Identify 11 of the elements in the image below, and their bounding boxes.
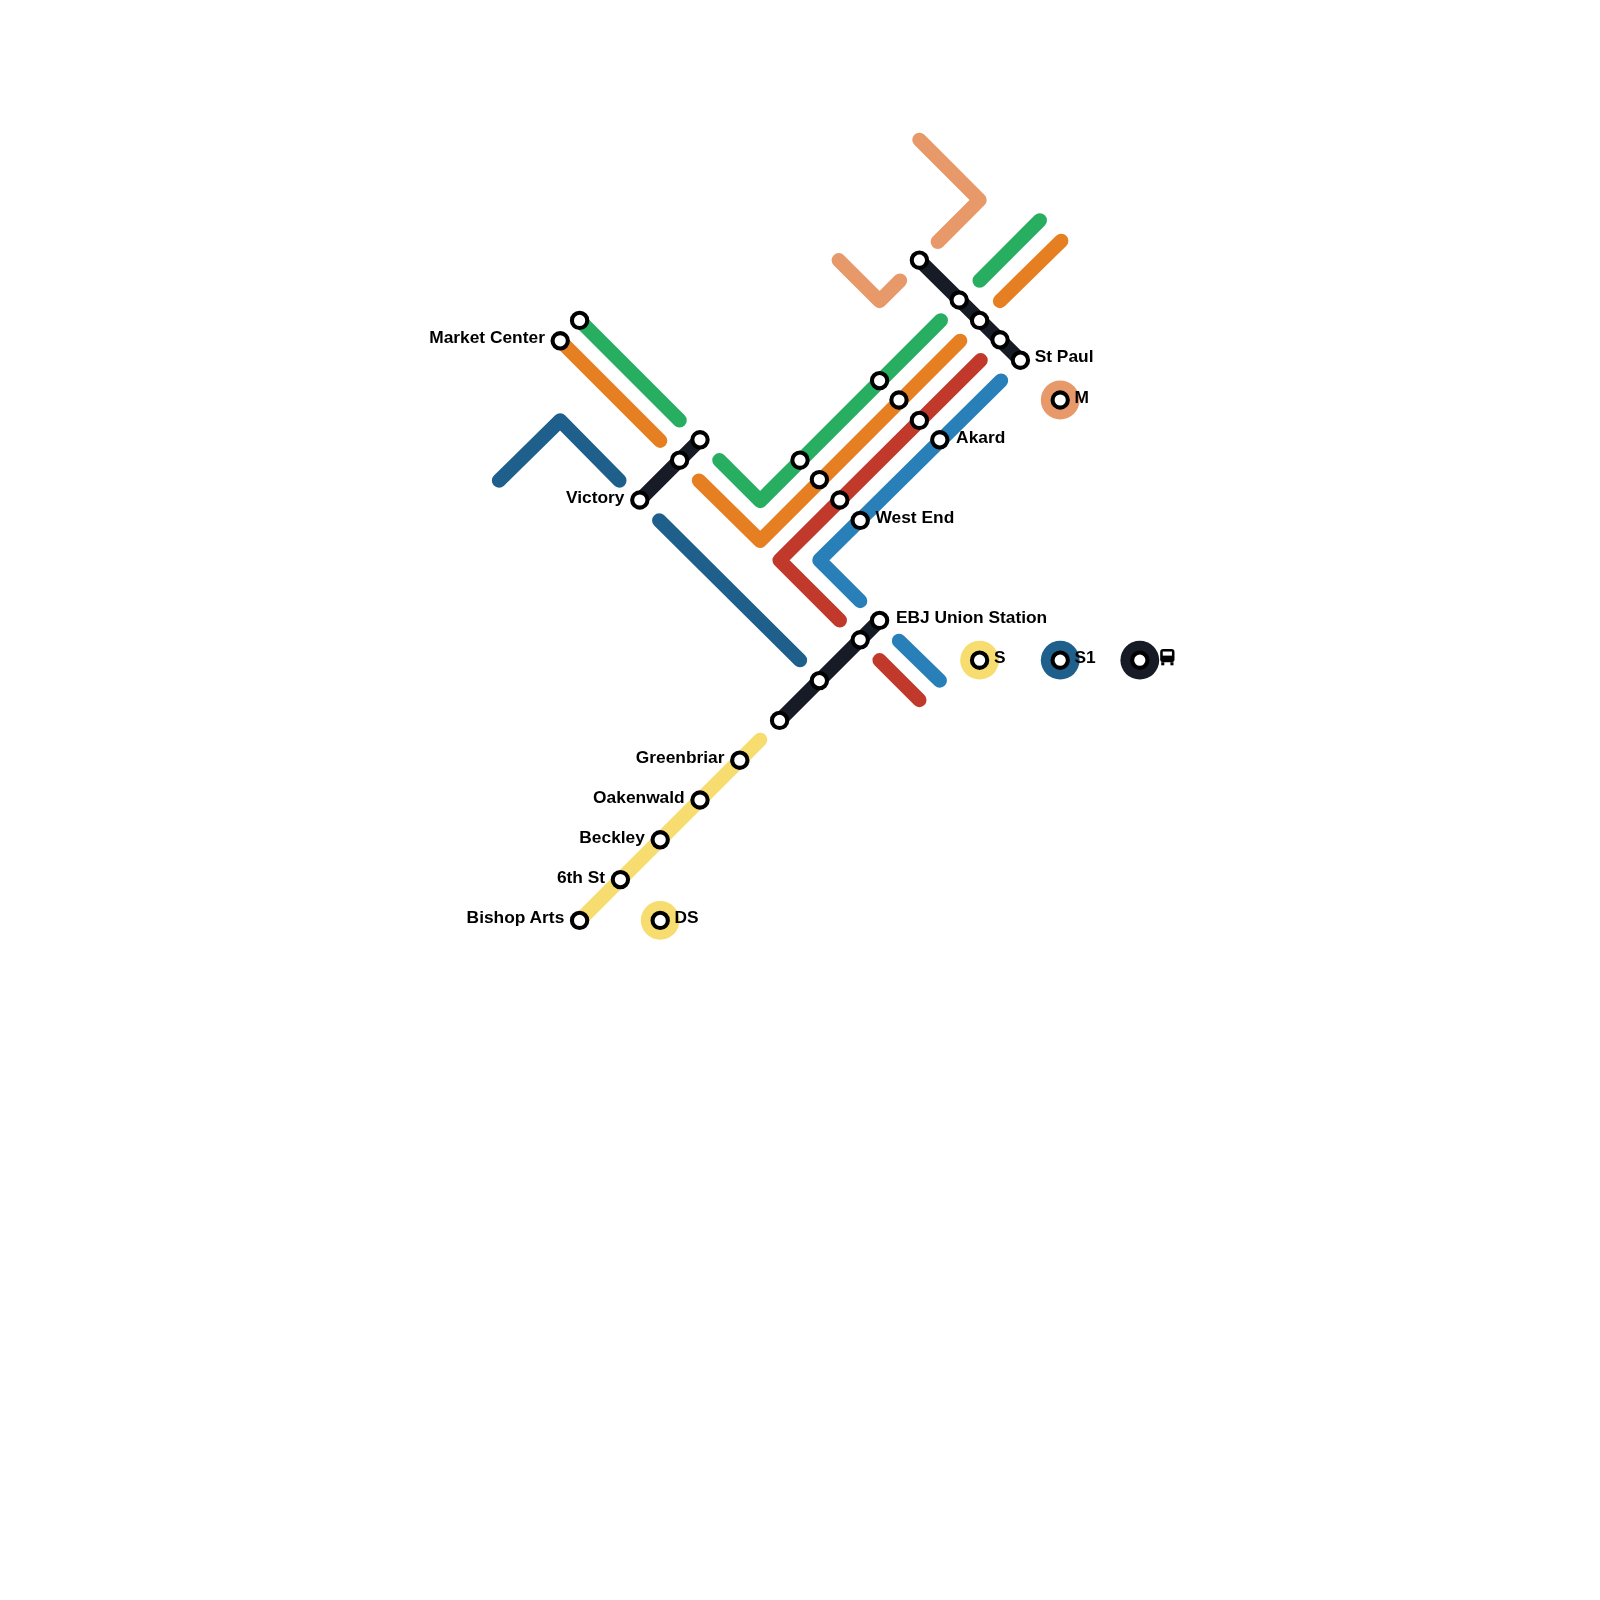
station-label: EBJ Union Station: [895, 608, 1048, 629]
station-label: West End: [875, 508, 955, 529]
station-label: 6th St: [556, 867, 606, 888]
station-label: Greenbriar: [635, 747, 725, 769]
station-label: Victory: [566, 487, 625, 509]
station-label: Akard: [956, 427, 1006, 448]
station-label: Oakenwald: [593, 787, 685, 809]
station-label: Beckley: [579, 827, 645, 848]
station-label: Market Center: [429, 327, 545, 348]
station-label: Bishop Arts: [466, 908, 565, 929]
station-label: St Paul: [1034, 346, 1094, 368]
